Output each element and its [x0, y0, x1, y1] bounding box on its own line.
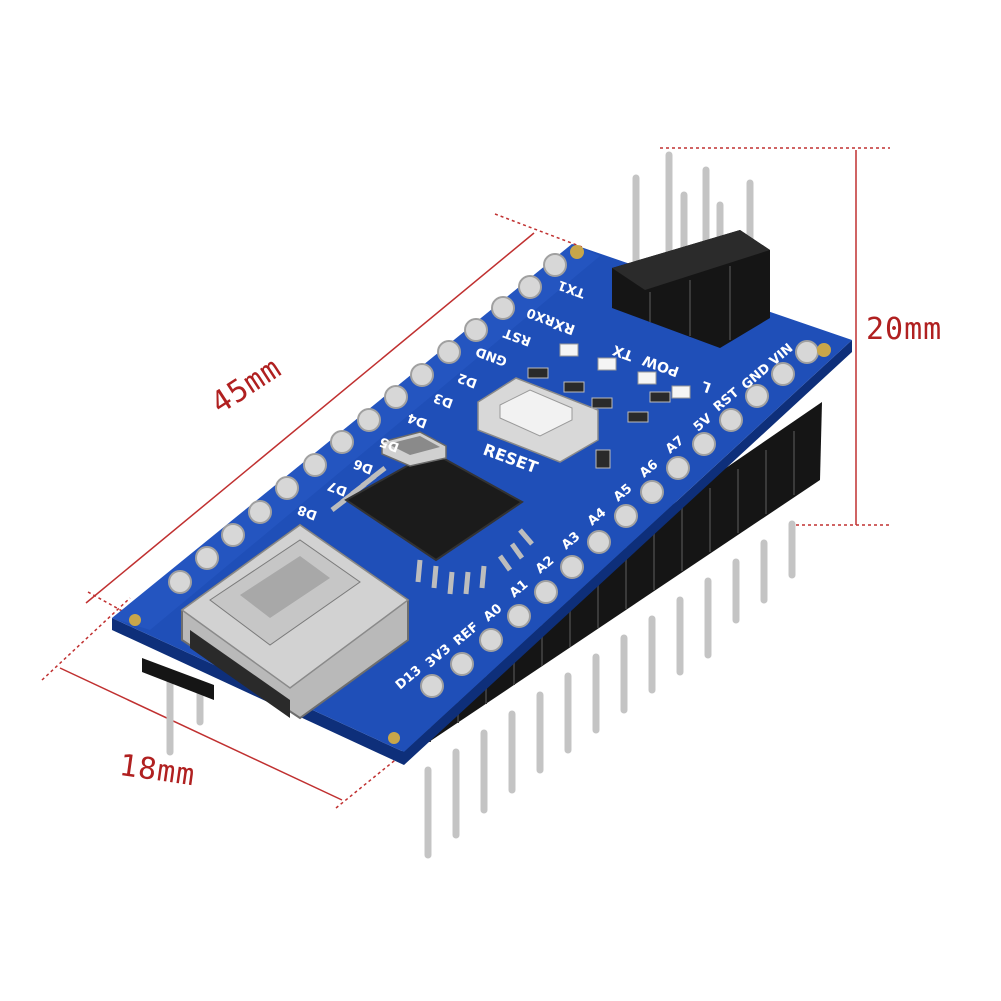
left-header-plastic	[142, 658, 214, 700]
pin-label-d7: D7	[326, 477, 350, 498]
status-leds	[559, 343, 691, 399]
pin-label-d5: D5	[378, 433, 402, 454]
mini-usb-connector	[180, 523, 410, 720]
mcu-chip	[330, 450, 534, 595]
reset-button	[477, 377, 599, 463]
led-label-rx: RX	[551, 315, 577, 337]
height-dimension-label: 20mm	[866, 312, 943, 347]
pin-label-d4: D4	[406, 409, 430, 430]
bottom-header-pins	[166, 520, 796, 859]
smd-resistors	[527, 367, 671, 469]
crystal-oscillator	[381, 431, 447, 467]
led-label-tx: TX	[611, 341, 636, 363]
pin-label-d3: D3	[432, 389, 456, 410]
bottom-header-plastic	[402, 402, 822, 760]
bottom-row-pads	[420, 340, 819, 698]
top-row-pads	[168, 253, 567, 594]
pin-label-d8: D8	[296, 501, 320, 522]
icsp-header	[612, 151, 770, 348]
silkscreen-labels: RESET RX TX POW L TX1 RX0 RST GND D2 D3 …	[296, 277, 797, 693]
pin-label-d2: D2	[456, 369, 480, 390]
mounting-holes	[129, 245, 831, 744]
pin-label-d6: D6	[352, 455, 376, 476]
